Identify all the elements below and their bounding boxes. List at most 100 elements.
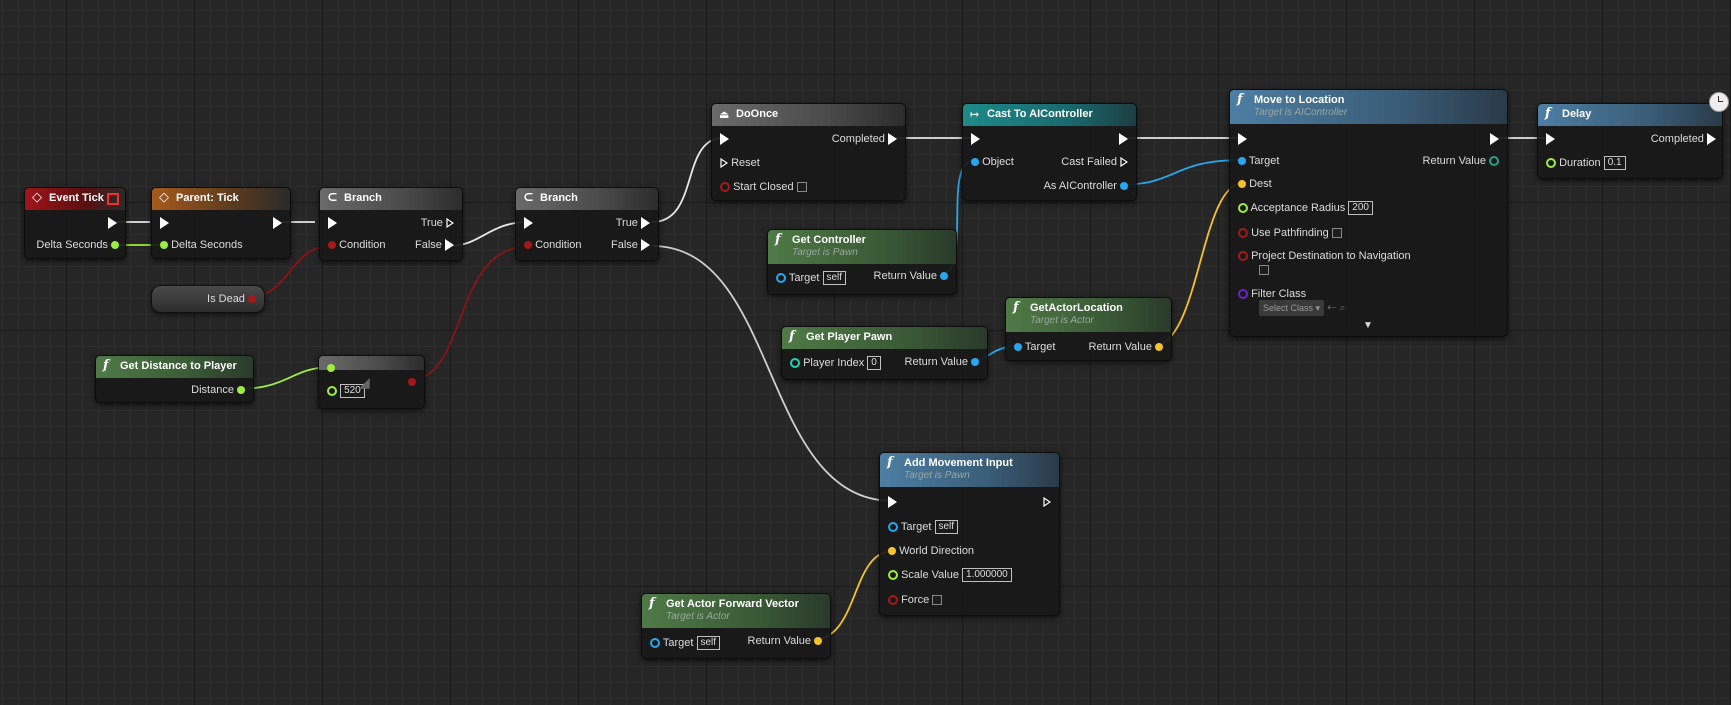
project-destination-pin[interactable]: Project Destination to Navigation (1238, 248, 1411, 264)
reset-pin[interactable]: Reset (720, 155, 760, 171)
target-pin[interactable]: Target self (888, 519, 959, 535)
acceptance-radius-input[interactable]: 200 (1348, 201, 1373, 216)
do-once-node[interactable]: ⏏DoOnce Completed Reset Start Closed (711, 103, 906, 201)
filter-class-select[interactable]: Select Class ▾ ⇠ ⌕ (1259, 300, 1346, 316)
node-title: Add Movement Input (904, 457, 1013, 469)
function-f-icon: f (775, 232, 781, 247)
return-value-pin[interactable]: Return Value (1089, 339, 1163, 355)
event-diamond-icon: ◇ (32, 190, 42, 205)
duration-pin[interactable]: Duration 0.1 (1546, 155, 1626, 171)
target-self-input[interactable]: self (934, 520, 959, 535)
target-pin[interactable]: Target (1014, 339, 1055, 355)
target-self-input[interactable]: self (822, 271, 847, 286)
function-f-icon: f (1237, 92, 1243, 107)
exec-in-pin[interactable] (524, 215, 533, 231)
force-pin[interactable]: Force (888, 592, 943, 608)
compare-value-input[interactable]: 520 (340, 384, 365, 399)
target-pin[interactable]: Target self (650, 635, 721, 651)
start-closed-pin[interactable]: Start Closed (720, 179, 807, 195)
event-diamond-icon: ◇ (159, 190, 169, 205)
force-checkbox[interactable] (932, 595, 943, 606)
event-tick-node[interactable]: ◇ Event Tick Delta Seconds (24, 187, 126, 259)
exec-out-pin[interactable] (108, 215, 117, 231)
function-f-icon: f (1013, 300, 1019, 315)
b-float-pin[interactable]: 520 (327, 383, 365, 399)
completed-pin[interactable]: Completed (1651, 131, 1716, 147)
return-value-pin[interactable]: Return Value (1423, 153, 1499, 169)
exec-in-pin[interactable] (160, 215, 169, 231)
is-dead-pin[interactable]: Is Dead (207, 291, 256, 307)
use-pathfinding-checkbox[interactable] (1331, 228, 1342, 239)
node-subtitle: Target is Pawn (904, 470, 970, 481)
as-aicontroller-pin[interactable]: As AIController (1044, 178, 1128, 194)
use-pathfinding-pin[interactable]: Use Pathfinding (1238, 225, 1342, 241)
scale-value-input[interactable]: 1.000000 (962, 568, 1012, 583)
acceptance-radius-pin[interactable]: Acceptance Radius 200 (1238, 200, 1373, 216)
dest-pin[interactable]: Dest (1238, 176, 1272, 192)
cast-failed-pin[interactable]: Cast Failed (1061, 154, 1128, 170)
exec-in-pin[interactable] (1546, 131, 1555, 147)
return-value-pin[interactable]: Return Value (748, 633, 822, 649)
exec-in-pin[interactable] (888, 494, 897, 510)
false-pin[interactable]: False (611, 237, 650, 253)
target-pin[interactable]: Target (1238, 153, 1279, 169)
exec-out-pin[interactable] (273, 215, 282, 231)
false-pin[interactable]: False (415, 237, 454, 253)
function-f-icon: f (103, 358, 109, 373)
node-title: Get Player Pawn (806, 331, 893, 343)
condition-pin[interactable]: Condition (524, 237, 582, 253)
exec-in-pin[interactable] (720, 131, 729, 147)
branch-node[interactable]: ⊂Branch True Condition False (319, 187, 463, 261)
filter-class-pin[interactable]: Filter Class (1238, 286, 1306, 302)
duration-input[interactable]: 0.1 (1603, 156, 1626, 171)
exec-in-pin[interactable] (1238, 131, 1247, 147)
condition-pin[interactable]: Condition (328, 237, 386, 253)
node-title: Event Tick (49, 192, 104, 204)
true-pin[interactable]: True (421, 215, 454, 231)
true-pin[interactable]: True (616, 215, 650, 231)
return-value-pin[interactable]: Return Value (905, 354, 979, 370)
cast-to-aicontroller-node[interactable]: ↦Cast To AIController Object Cast Failed… (962, 103, 1137, 201)
exec-out-pin[interactable] (1490, 131, 1499, 147)
expand-advanced-icon[interactable]: ▼ (1363, 320, 1373, 331)
node-title: Branch (540, 192, 578, 204)
is-dead-variable-node[interactable]: Is Dead (151, 285, 265, 313)
player-index-input[interactable]: 0 (867, 356, 881, 371)
object-pin[interactable]: Object (971, 154, 1014, 170)
parent-tick-node[interactable]: ◇Parent: Tick Delta Seconds (151, 187, 291, 259)
exec-in-pin[interactable] (971, 131, 980, 147)
return-value-pin[interactable]: Return Value (874, 268, 948, 284)
node-title: Get Actor Forward Vector (666, 598, 799, 610)
float-compare-node[interactable]: 520 ◢ (318, 355, 425, 409)
browse-icon[interactable]: ⇠ (1327, 302, 1337, 314)
world-direction-pin[interactable]: World Direction (888, 543, 974, 559)
delta-seconds-pin[interactable]: Delta Seconds (36, 237, 119, 253)
node-subtitle: Target is Actor (666, 611, 730, 622)
exec-out-pin[interactable] (1119, 131, 1128, 147)
project-destination-checkbox[interactable] (1259, 265, 1269, 275)
scale-value-pin[interactable]: Scale Value 1.000000 (888, 567, 1012, 583)
distance-pin[interactable]: Distance (191, 382, 245, 398)
delta-seconds-pin[interactable]: Delta Seconds (160, 237, 243, 253)
player-index-pin[interactable]: Player Index 0 (790, 355, 881, 371)
node-subtitle: Target is AIController (1254, 107, 1348, 118)
a-float-pin[interactable] (327, 360, 335, 376)
target-self-input[interactable]: self (696, 636, 721, 651)
branch-node[interactable]: ⊂Branch True Condition False (515, 187, 659, 261)
search-icon[interactable]: ⌕ (1339, 302, 1346, 314)
exec-in-pin[interactable] (328, 215, 337, 231)
completed-pin[interactable]: Completed (832, 131, 897, 147)
target-pin[interactable]: Target self (776, 270, 847, 286)
compare-symbol-icon: ◢ (359, 374, 370, 390)
result-bool-pin[interactable] (408, 374, 416, 390)
start-closed-checkbox[interactable] (796, 182, 807, 193)
exec-out-pin[interactable] (1043, 494, 1051, 510)
